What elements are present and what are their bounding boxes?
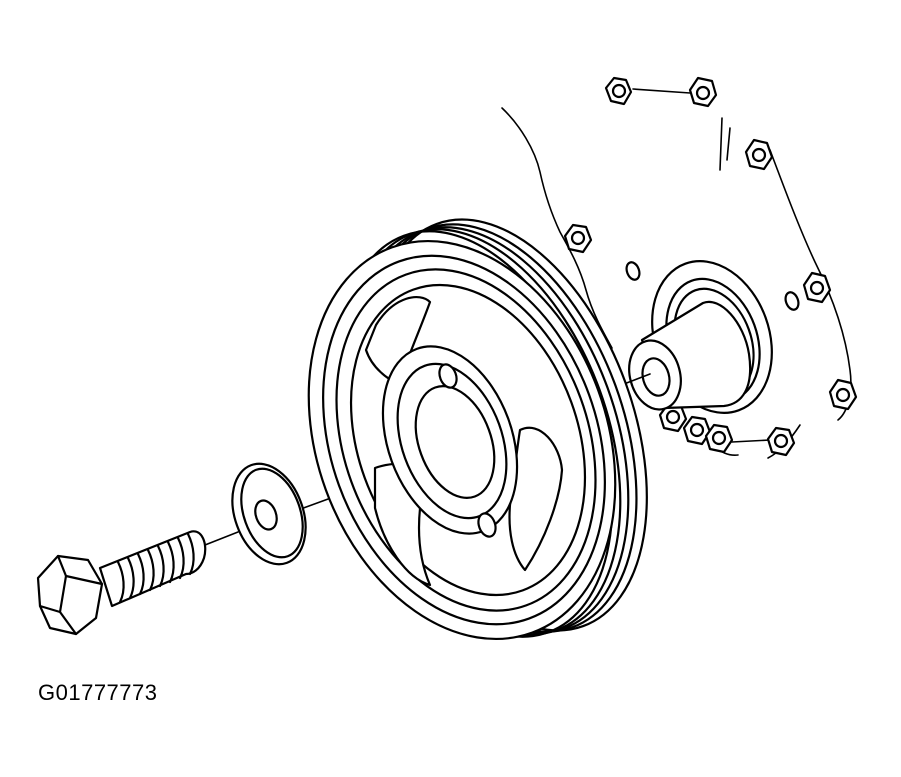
cover-bolt (658, 402, 688, 433)
cover-bolt (604, 76, 633, 106)
cover-bolt (766, 426, 796, 457)
cover-bolt (688, 76, 718, 108)
figure-code: G01777773 (38, 680, 158, 705)
crankshaft-snout (628, 260, 773, 414)
cover-bolt (563, 223, 593, 254)
bolt-threads (116, 532, 195, 604)
cover-bolt (744, 138, 774, 171)
cover-bolt (828, 378, 858, 411)
washer (231, 462, 307, 566)
pulley-bolt (36, 530, 207, 636)
cover-bolt (682, 415, 712, 446)
cover-bolt (704, 423, 734, 454)
cover-bolt (802, 271, 832, 304)
crankshaft-pulley (307, 218, 648, 641)
cover-bolts (563, 76, 858, 457)
